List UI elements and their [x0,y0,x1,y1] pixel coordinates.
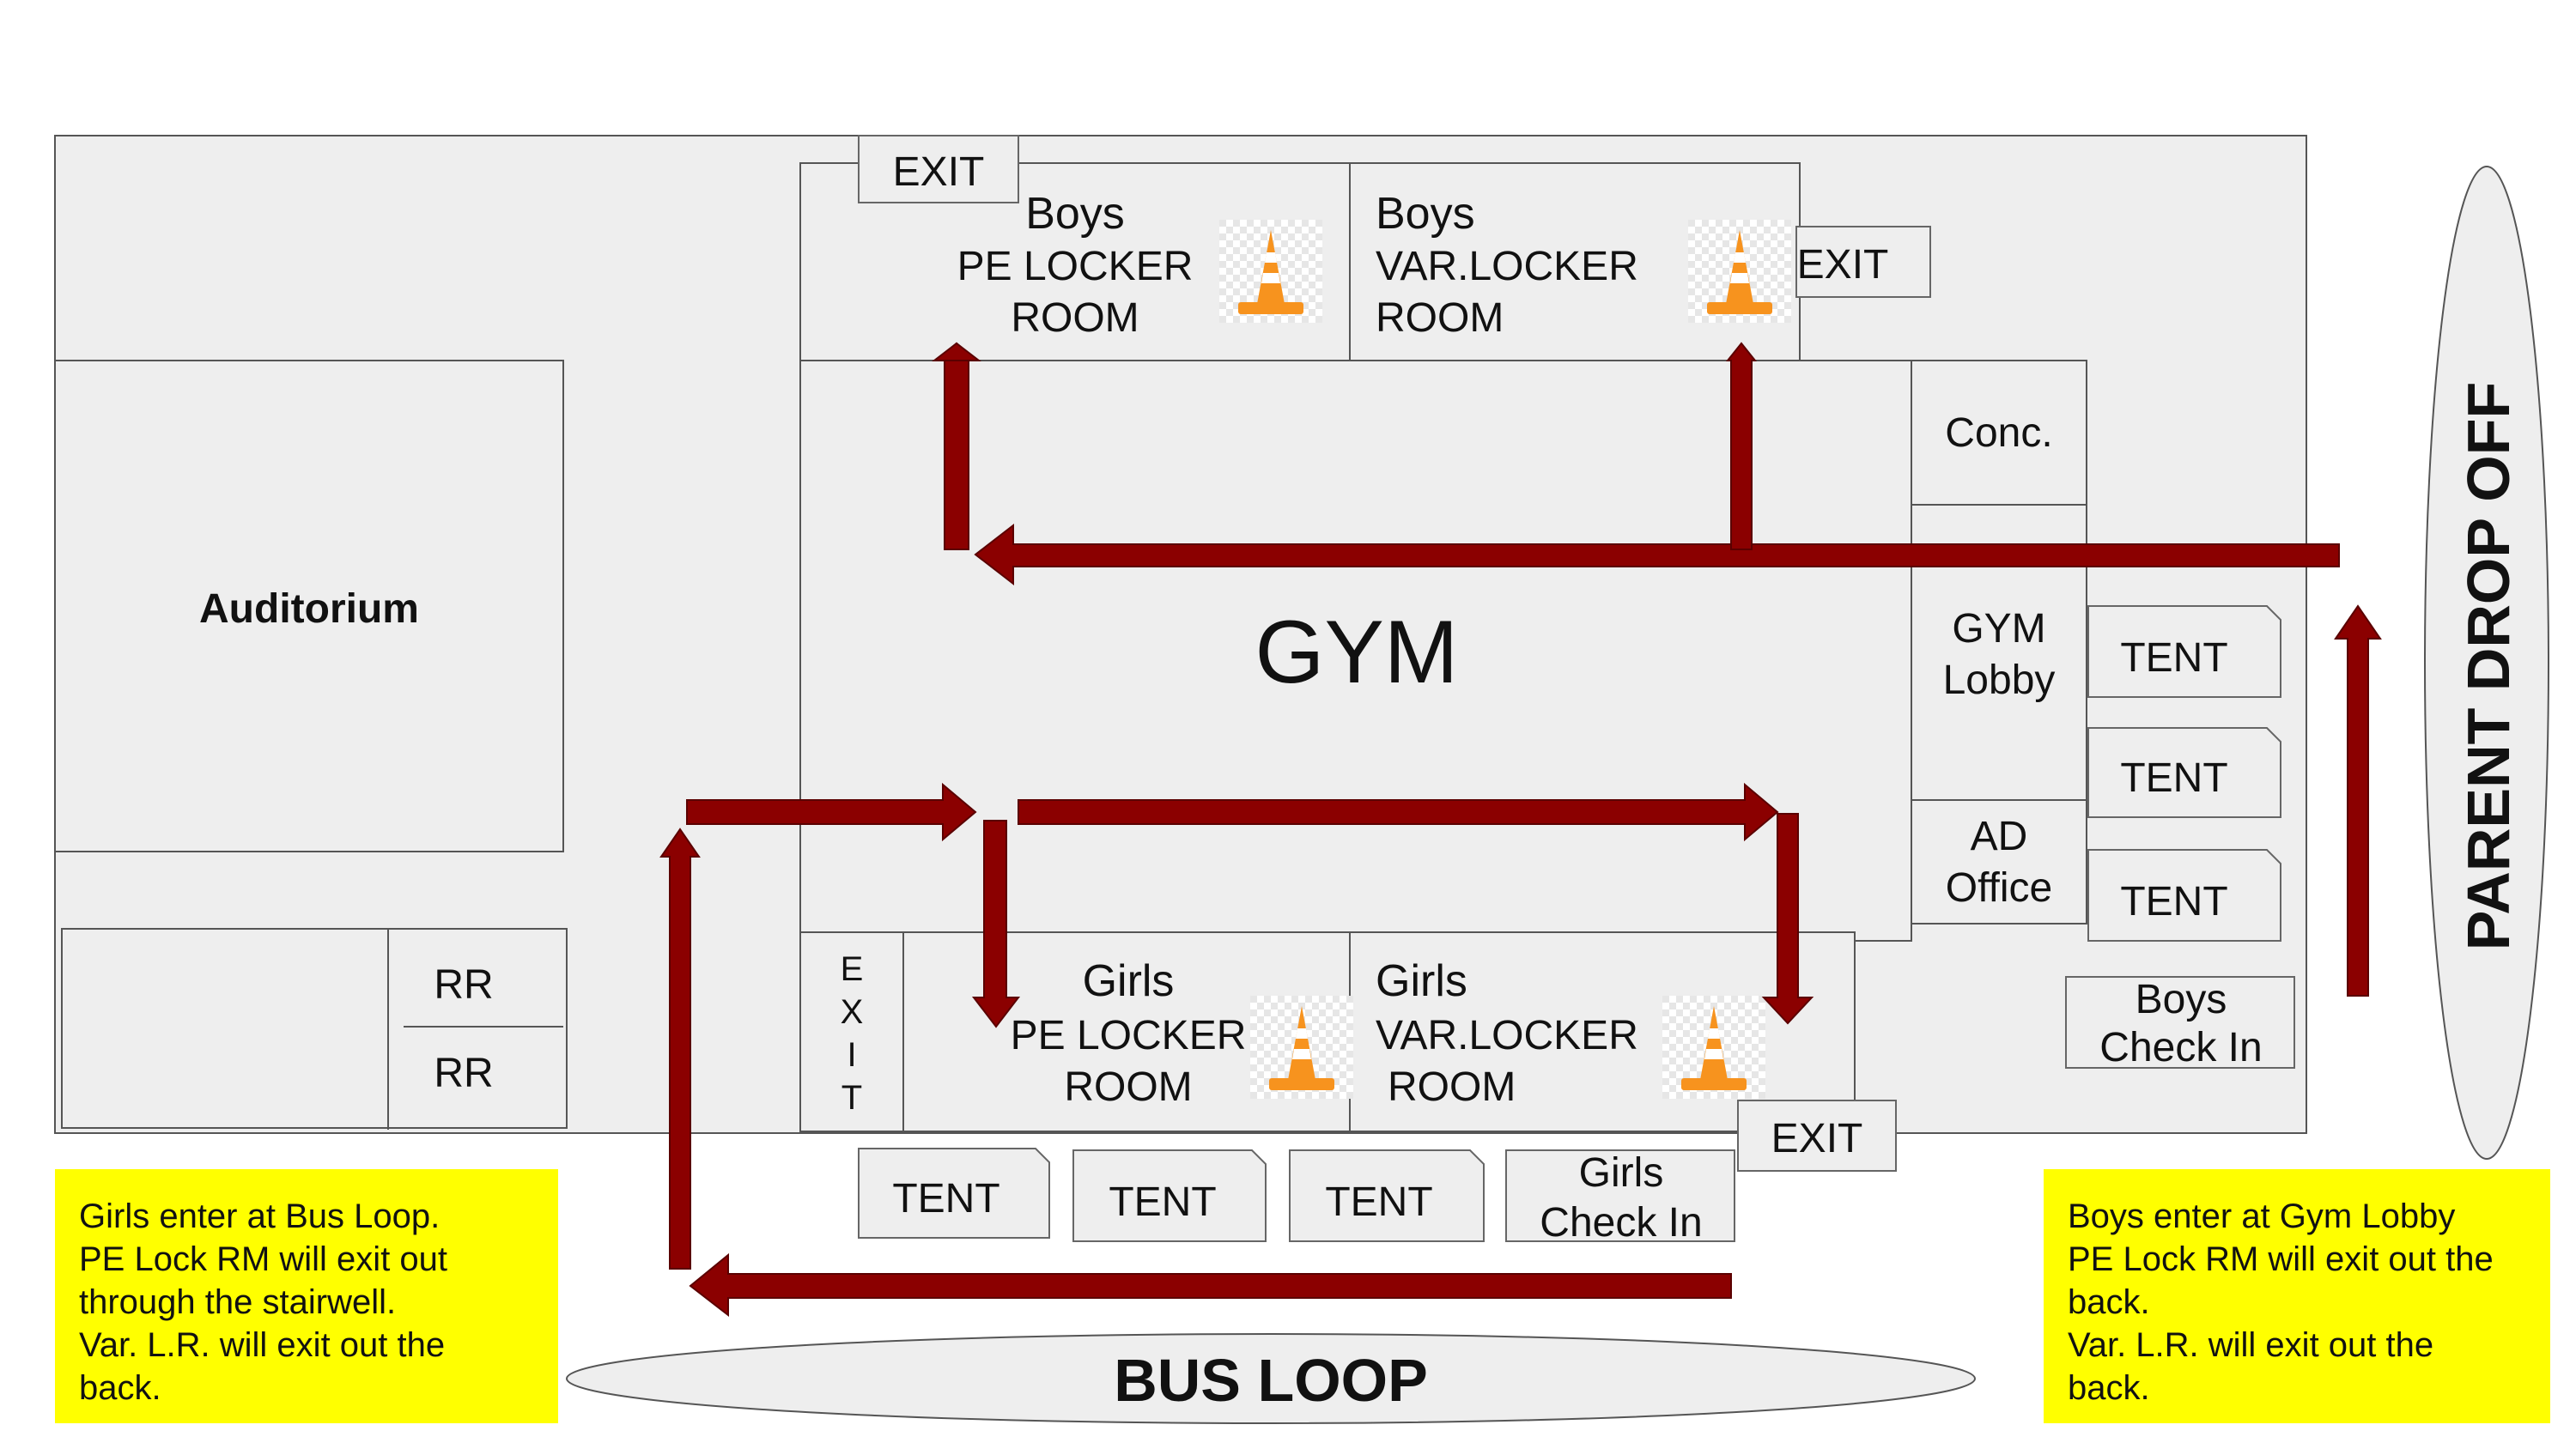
boys-note-line3: back. [2068,1283,2150,1321]
girls-route-arrow-left [689,1252,1732,1318]
girls-note-line3: through the stairwell. [79,1283,396,1321]
concessions-label: Conc. [1945,410,2052,456]
tent-bottom-2-label: TENT [1109,1179,1216,1225]
traffic-cone-icon [1250,996,1353,1099]
boys-route-arrow-up-var [1725,342,1758,550]
boys-route-arrow-up-pe [944,342,969,550]
ad-office-line2: Office [1946,865,2053,911]
boys-check-in [2065,976,2295,1069]
boys-var-title: Boys [1376,189,1475,239]
bus-loop-area [566,1333,1976,1424]
girls-note-line4: Var. L.R. will exit out the [79,1326,445,1364]
girls-pe-title: Girls [1083,956,1175,1006]
girls-check-in-line1: Girls [1579,1150,1664,1196]
boys-var-line3: ROOM [1376,295,1504,341]
exit-vertical-i: I [847,1036,856,1074]
traffic-cone-icon [1662,996,1765,1099]
gym-lobby-line1: GYM [1952,606,2045,652]
girls-instructions-note [55,1169,558,1423]
girls-check-in-line2: Check In [1540,1200,1702,1246]
boys-var-line2: VAR.LOCKER [1376,244,1638,289]
girls-var-line3: ROOM [1388,1064,1516,1110]
tent-right-2-label: TENT [2120,755,2227,801]
boys-check-in-line1: Boys [2136,977,2227,1022]
tent-bottom-3 [1289,1149,1485,1242]
girls-route-arrow-right-1 [686,782,977,842]
boys-note-line4: Var. L.R. will exit out the [2068,1326,2433,1364]
girls-pe-line3: ROOM [1064,1064,1192,1110]
girls-route-arrow-up [659,828,701,1270]
exit-bottom-right-label: EXIT [1771,1116,1863,1161]
exit-top-left-label: EXIT [893,149,985,195]
traffic-cone-icon [1688,220,1791,323]
boys-note-line2: PE Lock RM will exit out the [2068,1240,2494,1278]
exit-vertical-t: T [841,1079,862,1117]
girls-var-title: Girls [1376,956,1467,1006]
tent-bottom-2 [1072,1149,1267,1242]
exit-left-stairwell [799,931,904,1132]
exit-top-left [858,135,1019,203]
parent-drop-off-area [2424,166,2549,1160]
exit-top-right [1795,226,1931,298]
restroom-bottom-label: RR [434,1051,493,1096]
exit-top-right-label: EXIT [1797,242,1889,288]
girls-note-line5: back. [79,1369,161,1407]
boys-route-arrowhead-pe [932,342,981,361]
tent-right-3-label: TENT [2120,879,2227,925]
boys-instructions-note [2044,1169,2550,1423]
tent-right-3 [2087,849,2281,942]
girls-pe-line2: PE LOCKER [1011,1013,1247,1058]
boys-pe-line2: PE LOCKER [957,244,1194,289]
boys-route-arrow-up-right [2334,604,2382,997]
bus-loop-label: BUS LOOP [1114,1347,1428,1414]
parent-drop-off-label: PARENT DROP OFF [2455,382,2522,950]
exit-vertical-e: E [841,950,864,988]
tent-right-1-label: TENT [2120,635,2227,681]
exit-bottom-right [1737,1100,1897,1172]
ad-office-line1: AD [1971,814,2028,859]
girls-note-line1: Girls enter at Bus Loop. [79,1197,440,1235]
boys-pe-line3: ROOM [1011,295,1139,341]
girls-route-arrow-down-pe [971,820,1021,1028]
gym-label: GYM [1255,603,1459,702]
tent-bottom-3-label: TENT [1325,1179,1432,1225]
auditorium-room [54,360,564,852]
girls-note-line2: PE Lock RM will exit out [79,1240,447,1278]
exit-vertical-x: X [841,993,864,1031]
boys-route-arrow-left [974,523,2340,586]
boys-pe-title: Boys [1025,189,1125,239]
boys-check-in-line2: Check In [2099,1025,2262,1070]
ad-office-room [1911,799,2087,925]
tent-bottom-1 [858,1148,1050,1239]
girls-var-locker-room [1349,931,1856,1132]
boys-note-line5: back. [2068,1369,2150,1407]
auditorium-label: Auditorium [199,586,419,632]
restroom-block [61,928,568,1129]
tent-bottom-1-label: TENT [892,1176,999,1222]
gym-lobby-line2: Lobby [1943,658,2056,703]
tent-right-1 [2087,605,2281,698]
restroom-top-label: RR [434,962,493,1008]
girls-route-arrow-right-2 [1018,782,1779,842]
girls-var-line2: VAR.LOCKER [1376,1013,1638,1058]
boys-note-line1: Boys enter at Gym Lobby [2068,1197,2455,1235]
girls-check-in [1505,1149,1735,1242]
tent-right-2 [2087,727,2281,818]
traffic-cone-icon [1219,220,1322,323]
girls-route-arrow-down-var [1761,813,1814,1025]
